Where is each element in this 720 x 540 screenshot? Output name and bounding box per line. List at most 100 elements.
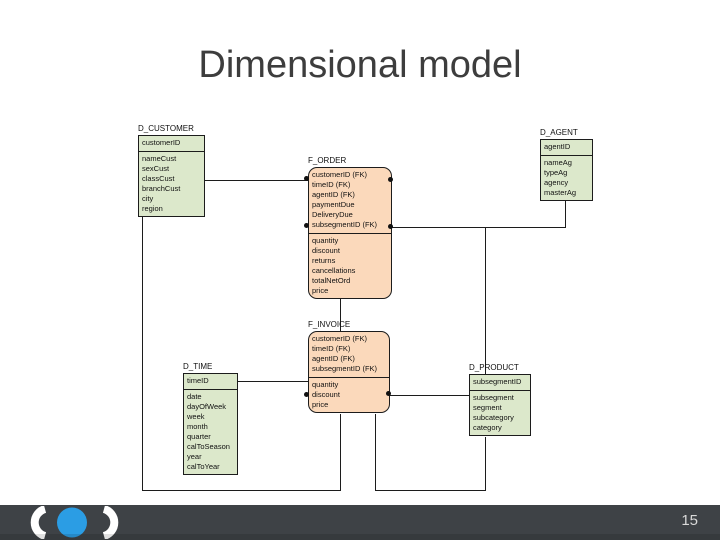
field-row: subsegmentID (FK) (312, 220, 378, 229)
field-row: nameAg (544, 158, 572, 167)
connector-line (565, 201, 566, 228)
connector-line (375, 414, 376, 491)
key-section: customerID (FK)timeID (FK)agentID (FK)pa… (309, 168, 391, 234)
field-row: branchCust (142, 184, 181, 193)
field-row: subcategory (473, 413, 514, 422)
field-row: paymentDue (312, 200, 355, 209)
entity-box: customerID (FK)timeID (FK)agentID (FK)pa… (308, 167, 392, 299)
key-section: customerID (139, 136, 204, 152)
field-row: timeID (FK) (312, 180, 351, 189)
field-row: quarter (187, 432, 211, 441)
field-row: masterAg (544, 188, 577, 197)
connector-line (142, 490, 341, 491)
key-section: subsegmentID (470, 375, 530, 391)
slideplayer-logo (30, 506, 119, 539)
anchor-dot (388, 224, 393, 229)
entity-f_invoice: F_INVOICE customerID (FK)timeID (FK)agent… (308, 320, 390, 413)
key-section: customerID (FK)timeID (FK)agentID (FK)su… (309, 332, 389, 378)
anchor-dot (304, 392, 309, 397)
logo-circle-icon (57, 507, 87, 538)
field-row: customerID (FK) (312, 334, 368, 343)
field-row: year (187, 452, 202, 461)
field-row: calToSeason (187, 442, 230, 451)
logo-left-bracket-icon (30, 506, 47, 539)
field-row: nameCust (142, 154, 177, 163)
connector-line (205, 180, 308, 181)
field-row: price (312, 286, 329, 295)
connector-line (340, 298, 341, 331)
field-row: date (187, 392, 202, 401)
field-row: category (473, 423, 502, 432)
entity-name: D_PRODUCT (469, 363, 519, 372)
connector-line (375, 490, 486, 491)
field-row: subsegmentID (FK) (312, 364, 378, 373)
field-row: timeID (FK) (312, 344, 351, 353)
field-row: subsegment (473, 393, 514, 402)
field-row: returns (312, 256, 336, 265)
field-row: discount (312, 390, 340, 399)
key-section: agentID (541, 140, 592, 156)
field-row: classCust (142, 174, 175, 183)
field-row: quantity (312, 380, 339, 389)
field-row: agentID (FK) (312, 190, 355, 199)
connector-line (142, 215, 143, 491)
field-row: agency (544, 178, 569, 187)
field-row: city (142, 194, 154, 203)
entity-name: F_ORDER (308, 156, 347, 165)
entity-name: F_INVOICE (308, 320, 351, 329)
field-row: timeID (187, 376, 209, 385)
field-row: price (312, 400, 329, 409)
entity-box: customerID (FK)timeID (FK)agentID (FK)su… (308, 331, 390, 413)
field-row: agentID (FK) (312, 354, 355, 363)
field-row: sexCust (142, 164, 170, 173)
connector-line (340, 414, 341, 491)
footer-bar: 15 (0, 505, 720, 540)
footer-shade (0, 534, 720, 540)
entity-f_order: F_ORDER customerID (FK)timeID (FK)agentID… (308, 156, 392, 299)
anchor-dot (386, 391, 391, 396)
field-row: discount (312, 246, 340, 255)
entity-name: D_AGENT (540, 128, 578, 137)
page-title: Dimensional model (198, 44, 522, 86)
connector-line (485, 227, 486, 374)
entity-name: D_TIME (183, 362, 213, 371)
field-row: DeliveryDue (312, 210, 353, 219)
field-row: month (187, 422, 208, 431)
field-row: week (187, 412, 205, 421)
logo-right-bracket-icon (102, 506, 119, 539)
connector-line (390, 395, 469, 396)
connector-line (485, 437, 486, 491)
field-row: quantity (312, 236, 339, 245)
field-row: customerID (FK) (312, 170, 368, 179)
field-row: cancellations (312, 266, 356, 275)
anchor-dot (304, 223, 309, 228)
field-row: customerID (142, 138, 181, 147)
field-row: agentID (544, 142, 571, 151)
field-row: subsegmentID (473, 377, 522, 386)
anchor-dot (388, 177, 393, 182)
field-row: dayOfWeek (187, 402, 227, 411)
field-row: typeAg (544, 168, 568, 177)
field-row: totalNetOrd (312, 276, 351, 285)
page-number: 15 (681, 512, 698, 529)
field-row: region (142, 204, 163, 213)
anchor-dot (304, 176, 309, 181)
field-row: segment (473, 403, 502, 412)
connector-line (237, 381, 308, 382)
connector-line (392, 227, 566, 228)
field-row: calToYear (187, 462, 220, 471)
